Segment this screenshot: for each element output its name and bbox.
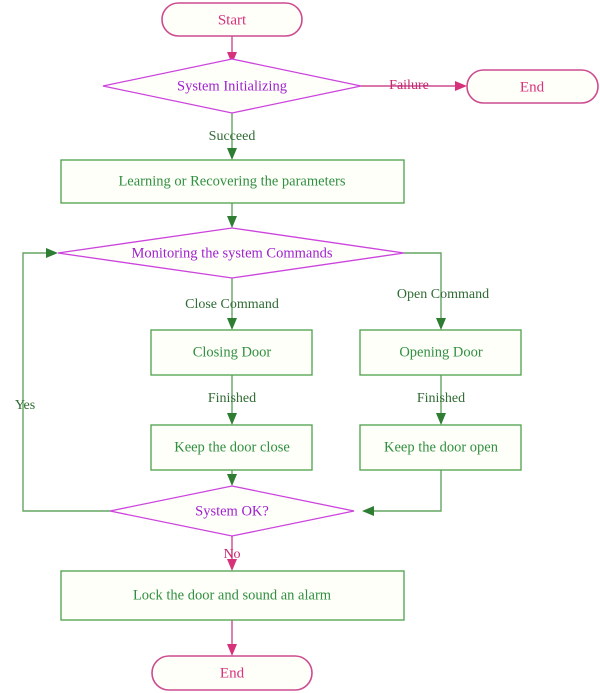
closing-door-shape — [150, 329, 313, 376]
system-initializing-label: System Initializing — [177, 78, 287, 94]
monitoring-commands-label: Monitoring the system Commands — [132, 245, 333, 261]
system-ok-label: System OK? — [195, 503, 269, 519]
arrowhead-icon — [227, 148, 237, 160]
keep-door-close-label: Keep the door close — [174, 439, 290, 455]
connector-systemok-yes-loop — [22, 248, 110, 512]
node-keep-door-close[interactable]: Keep the door close — [150, 424, 313, 471]
connector-opening-to-keepopen — [436, 375, 446, 425]
node-lock-alarm[interactable]: Lock the door and sound an alarm — [60, 570, 405, 621]
keep-door-close-shape — [150, 424, 313, 471]
connector-monitoring-to-closing — [227, 278, 237, 330]
node-opening-door[interactable]: Opening Door — [359, 329, 522, 376]
node-monitoring-commands[interactable]: Monitoring the system Commands — [57, 227, 405, 279]
arrowhead-icon — [46, 248, 58, 258]
arrowhead-icon — [436, 413, 446, 425]
end-final-shape — [151, 655, 313, 691]
node-system-ok[interactable]: System OK? — [109, 485, 355, 537]
connector-keepclose-to-systemok — [227, 470, 237, 486]
edge-label-failure: Failure — [389, 78, 429, 93]
arrowhead-icon — [227, 644, 237, 656]
arrowhead-icon — [436, 318, 446, 330]
node-end-final[interactable]: End — [151, 655, 313, 691]
keep-door-open-shape — [359, 424, 522, 471]
opening-door-shape — [359, 329, 522, 376]
system-initializing-shape — [102, 58, 362, 114]
learning-parameters-shape — [60, 159, 405, 204]
arrowhead-icon — [227, 216, 237, 228]
edge-label-open-command: Open Command — [397, 287, 489, 302]
node-end-failure[interactable]: End — [466, 69, 599, 104]
connector-sysinit-to-end-failure — [361, 81, 467, 91]
node-closing-door[interactable]: Closing Door — [150, 329, 313, 376]
node-keep-door-open[interactable]: Keep the door open — [359, 424, 522, 471]
lock-alarm-shape — [60, 570, 405, 621]
start-label: Start — [218, 12, 247, 28]
learning-parameters-label: Learning or Recovering the parameters — [118, 173, 345, 189]
arrowhead-icon — [227, 52, 237, 64]
keep-door-open-label: Keep the door open — [384, 439, 499, 455]
arrowhead-icon — [362, 506, 374, 516]
end-final-label: End — [220, 665, 245, 681]
arrowhead-icon — [227, 318, 237, 330]
edge-label-finished-left: Finished — [208, 391, 256, 406]
edge-label-yes: Yes — [15, 398, 35, 413]
edge-label-succeed: Succeed — [209, 129, 256, 144]
node-system-initializing[interactable]: System Initializing — [102, 58, 362, 114]
arrowhead-icon — [227, 559, 237, 571]
arrowhead-icon — [227, 413, 237, 425]
edge-label-finished-right: Finished — [417, 391, 465, 406]
connector-keepopen-to-systemok — [362, 470, 442, 516]
connector-monitoring-to-opening — [404, 252, 446, 330]
connector-sysinit-to-learning — [227, 113, 237, 160]
connector-closing-to-keepclose — [227, 375, 237, 425]
connector-lockalarm-to-end — [227, 620, 237, 656]
opening-door-label: Opening Door — [399, 344, 483, 360]
arrowhead-icon — [227, 474, 237, 486]
system-ok-shape — [109, 485, 355, 537]
node-learning-parameters[interactable]: Learning or Recovering the parameters — [60, 159, 405, 204]
arrowhead-icon — [455, 81, 467, 91]
edge-label-close-command: Close Command — [185, 297, 279, 312]
edge-label-no: No — [223, 547, 240, 562]
start-shape — [161, 2, 303, 37]
connector-learning-to-monitoring — [227, 203, 237, 228]
connector-start-to-sysinit — [227, 35, 237, 64]
end-failure-label: End — [520, 79, 545, 95]
lock-alarm-label: Lock the door and sound an alarm — [133, 587, 332, 603]
closing-door-label: Closing Door — [193, 344, 272, 360]
connector-systemok-to-lockalarm — [227, 536, 237, 571]
end-failure-shape — [466, 69, 599, 104]
node-start[interactable]: Start — [161, 2, 303, 37]
monitoring-commands-shape — [57, 227, 405, 279]
